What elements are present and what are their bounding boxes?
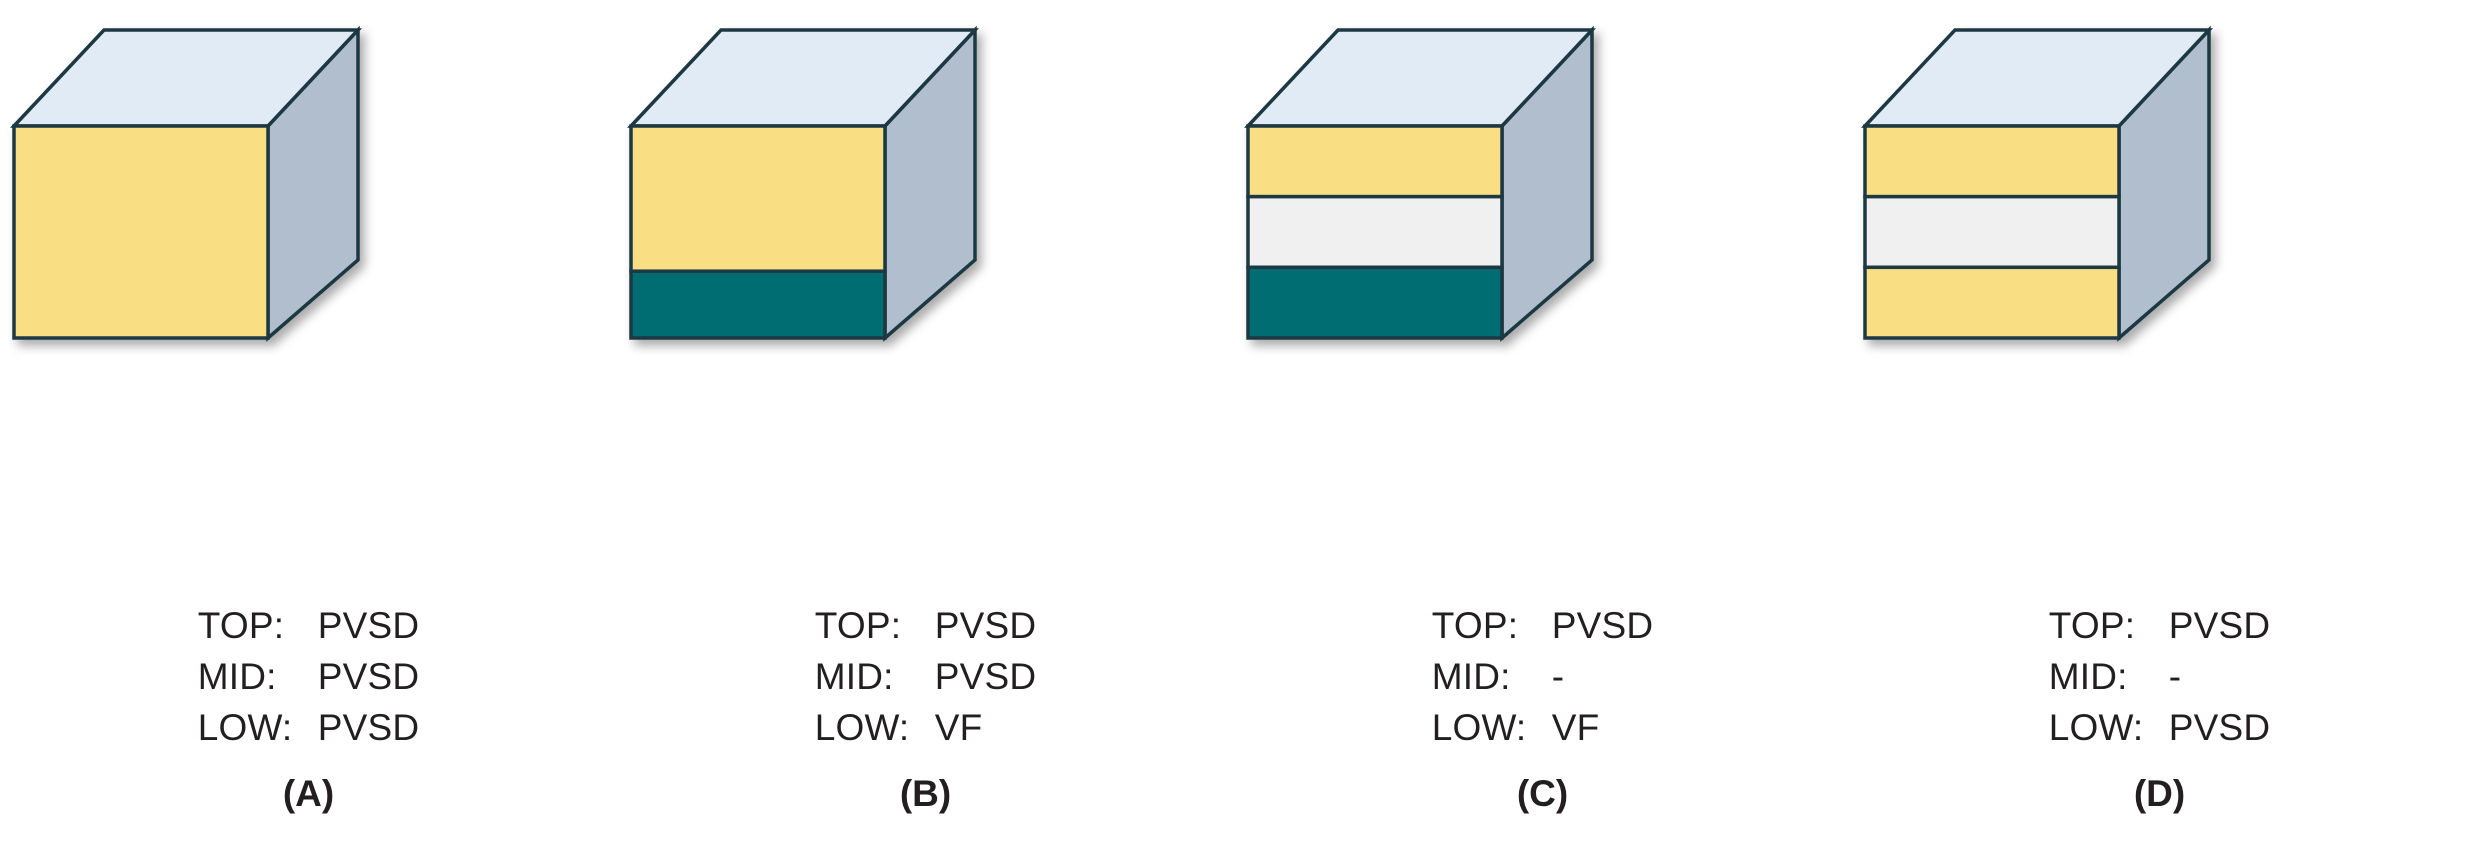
panel-a-id: (A)	[282, 773, 335, 814]
panel-c-labels: TOP: PVSD MID:- LOW: VF	[1234, 600, 1851, 753]
panel-b-low-value: VF	[934, 707, 983, 748]
panel-b-row-top: TOP: PVSD	[815, 600, 1037, 651]
cube-d-layer-mid	[1863, 194, 2121, 270]
panel-b: TOP: PVSD MID: PVSD LOW: VF (B)	[617, 0, 1234, 855]
panel-b-mid-key: MID:	[814, 656, 894, 697]
cube-c-layer-top	[1246, 124, 1504, 199]
panel-a-low-key: LOW:	[197, 707, 293, 748]
panel-a-low-value: PVSD	[317, 707, 420, 748]
panel-d-cube	[1851, 8, 2468, 368]
panel-c-mid-key: MID:	[1431, 656, 1511, 697]
panel-d-row-mid: MID:-	[2049, 651, 2271, 702]
panel-d-low-value: PVSD	[2168, 707, 2271, 748]
panel-d-top-key: TOP:	[2048, 605, 2136, 646]
panel-c-low-key: LOW:	[1431, 707, 1527, 748]
panel-b-top-value: PVSD	[934, 605, 1037, 646]
cube-b-layer-upper	[629, 124, 887, 273]
cube-a-svg	[9, 25, 363, 342]
cube-c-layer-mid	[1246, 194, 1504, 270]
panel-b-row-low: LOW: VF	[815, 702, 1037, 753]
panel-a-mid-key: MID:	[197, 656, 277, 697]
panel-a-mid-value: PVSD	[317, 656, 420, 697]
panel-c-low-value: VF	[1551, 707, 1600, 748]
panel-a-labels: TOP: PVSD MID: PVSD LOW: PVSD	[0, 600, 617, 753]
panel-d-mid-value: -	[2168, 656, 2182, 697]
panel-a: TOP: PVSD MID: PVSD LOW: PVSD (A)	[0, 0, 617, 855]
panel-a-row-low: LOW: PVSD	[198, 702, 420, 753]
cube-d-layer-top	[1863, 124, 2121, 199]
panel-d-row-low: LOW: PVSD	[2049, 702, 2271, 753]
panel-d-mid-key: MID:	[2048, 656, 2128, 697]
panel-b-top-key: TOP:	[814, 605, 902, 646]
cube-b-svg	[626, 25, 980, 342]
panel-d-top-value: PVSD	[2168, 605, 2271, 646]
panel-b-mid-value: PVSD	[934, 656, 1037, 697]
panel-c-mid-value: -	[1551, 656, 1565, 697]
cube-d-layer-low	[1863, 265, 2121, 340]
panel-c: TOP: PVSD MID:- LOW: VF (C)	[1234, 0, 1851, 855]
panel-a-row-mid: MID: PVSD	[198, 651, 420, 702]
panel-d: TOP: PVSD MID:- LOW: PVSD (D)	[1851, 0, 2468, 855]
panel-b-cube	[617, 8, 1234, 368]
panel-c-id: (C)	[1516, 773, 1569, 814]
panel-b-row-mid: MID: PVSD	[815, 651, 1037, 702]
panel-d-labels: TOP: PVSD MID:- LOW: PVSD	[1851, 600, 2468, 753]
panel-c-top-value: PVSD	[1551, 605, 1654, 646]
panel-a-row-top: TOP: PVSD	[198, 600, 420, 651]
cube-c-layer-low	[1246, 265, 1504, 340]
panel-c-cube	[1234, 8, 1851, 368]
panel-a-top-key: TOP:	[197, 605, 285, 646]
cube-c-svg	[1243, 25, 1597, 342]
panel-d-low-key: LOW:	[2048, 707, 2144, 748]
cube-a-layer-top	[12, 124, 270, 340]
panel-b-labels: TOP: PVSD MID: PVSD LOW: VF	[617, 600, 1234, 753]
panel-a-cube	[0, 8, 617, 368]
panel-c-row-top: TOP: PVSD	[1432, 600, 1654, 651]
panel-b-id: (B)	[899, 773, 952, 814]
panel-d-row-top: TOP: PVSD	[2049, 600, 2271, 651]
panel-a-top-value: PVSD	[317, 605, 420, 646]
panel-c-row-low: LOW: VF	[1432, 702, 1654, 753]
cube-b-layer-lower	[629, 269, 887, 340]
panel-b-low-key: LOW:	[814, 707, 910, 748]
panel-d-id: (D)	[2133, 773, 2186, 814]
cube-d-svg	[1860, 25, 2214, 342]
panel-c-row-mid: MID:-	[1432, 651, 1654, 702]
panel-c-top-key: TOP:	[1431, 605, 1519, 646]
